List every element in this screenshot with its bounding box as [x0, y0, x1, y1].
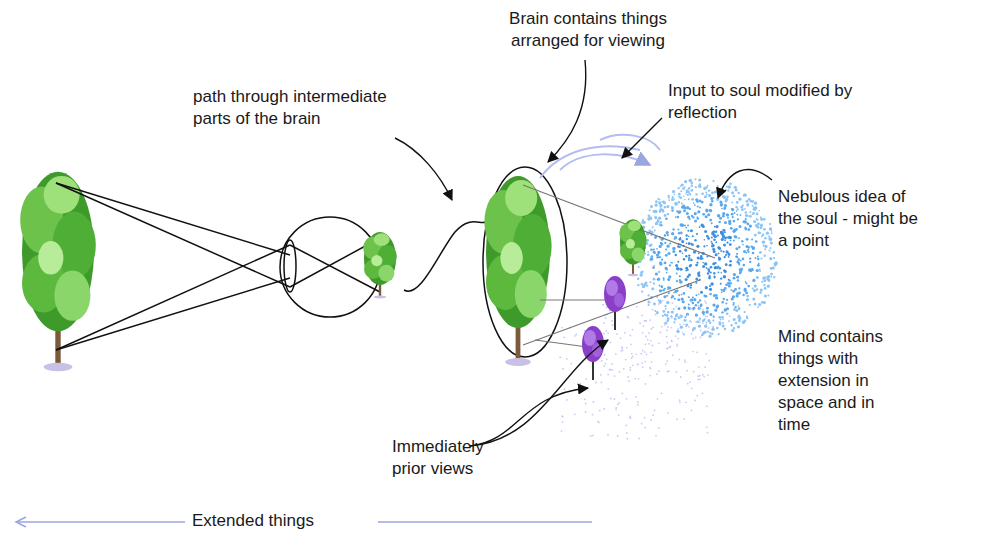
- soul-note: Nebulous idea of the soul - might be a p…: [778, 186, 920, 252]
- reflection-note: Input to soul modified by reflection: [668, 80, 886, 124]
- extended-things-label: Extended things: [192, 510, 372, 532]
- mind-note: Mind contains things with extension in s…: [778, 326, 900, 436]
- prior-views-note: Immediately prior views: [392, 436, 504, 480]
- brain-note: Brain contains things arranged for viewi…: [488, 8, 688, 52]
- soul-cloud: [559, 178, 778, 439]
- path-note: path through intermediate parts of the b…: [193, 86, 421, 130]
